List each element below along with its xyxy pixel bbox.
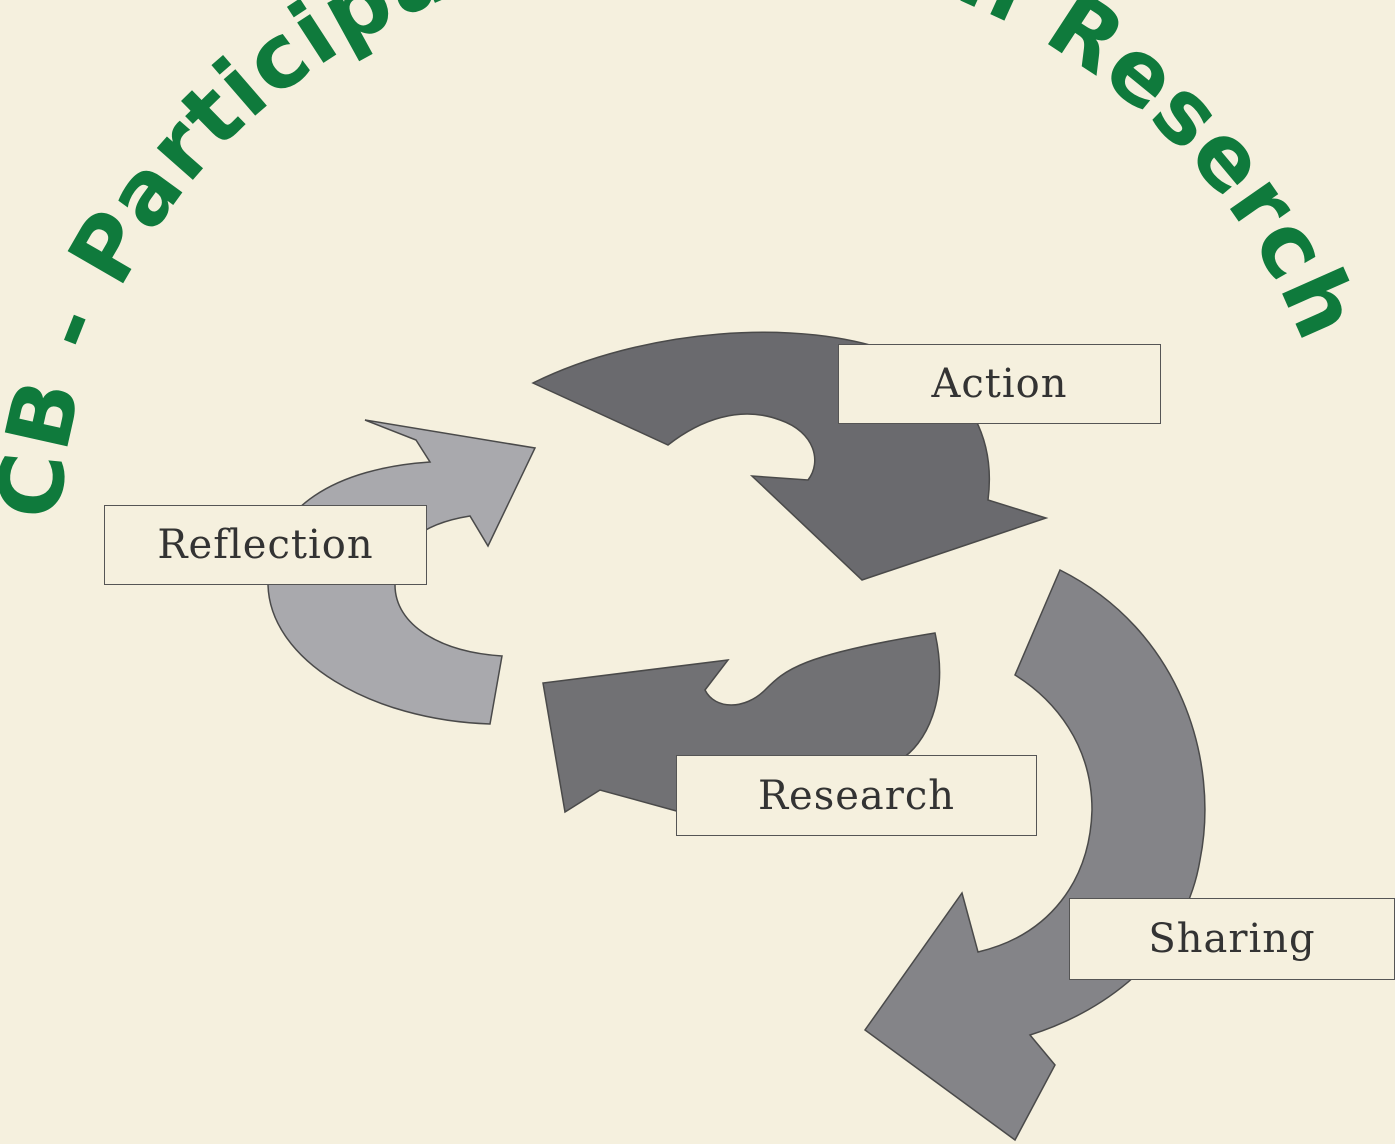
diagram-title: CB - Participatory Action Reserch	[0, 0, 1380, 523]
reflection-label: Reflection	[104, 505, 427, 585]
sharing-arrow	[863, 568, 1206, 1142]
research-label: Research	[676, 755, 1037, 836]
action-label: Action	[838, 344, 1161, 424]
sharing-label: Sharing	[1069, 898, 1395, 980]
reflection-arrow	[267, 419, 537, 725]
